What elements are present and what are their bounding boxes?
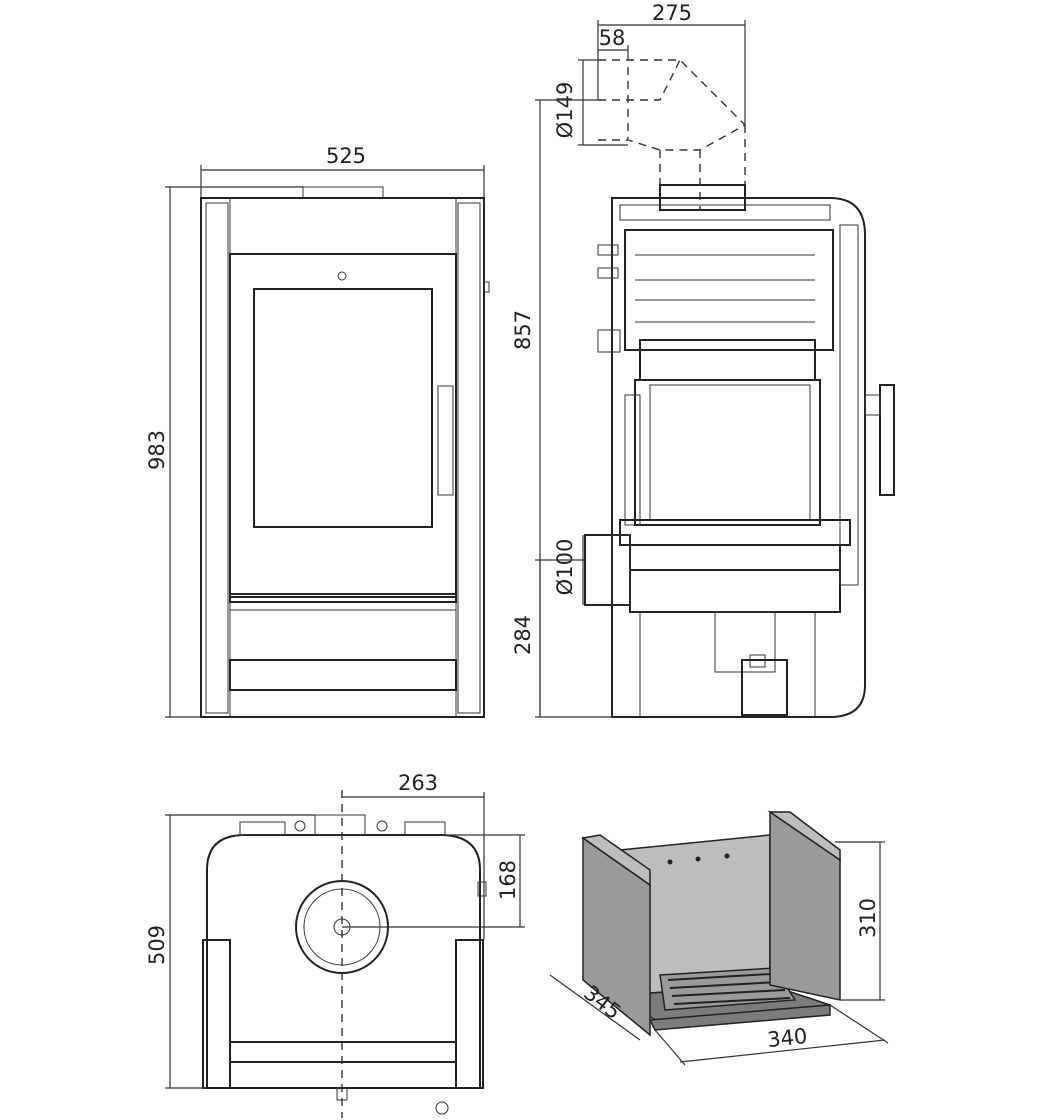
flue-inner-label: 58: [599, 26, 626, 50]
firebox-right-side: [769, 810, 841, 1001]
firebox-view: 310 345 340: [549, 810, 889, 1066]
flue-x-label: 263: [398, 771, 438, 795]
door: [229, 253, 457, 598]
firebox-height-label: 310: [856, 898, 880, 938]
top-plate: [302, 186, 384, 199]
stove-body-top: [206, 834, 481, 1089]
flue-diameter-dimension: Ø149: [553, 59, 628, 146]
door-handle: [437, 385, 454, 496]
air-inlet-diameter-label: Ø100: [553, 539, 577, 596]
door-glass: [253, 288, 433, 528]
width-dimension: 525: [200, 144, 485, 198]
air-inlet-height-label: 284: [511, 615, 535, 655]
side-view: 275 58 Ø149 857 Ø100 284: [511, 1, 895, 718]
flue-height-label: 857: [511, 310, 535, 350]
stove-body-side: [611, 197, 866, 718]
depth-label: 509: [145, 925, 169, 965]
firebox-width-label: 340: [766, 1024, 808, 1052]
depth-dimension: 509: [145, 814, 315, 1089]
side-handle: [879, 384, 895, 496]
stove-body: [200, 197, 485, 718]
width-label: 525: [326, 144, 366, 168]
flue-diameter-label: Ø149: [553, 82, 577, 139]
flue-height-dimension: 857: [511, 99, 612, 718]
flue-x-dimension: 263: [342, 771, 485, 940]
firebox-width-dimension: 340: [654, 1004, 889, 1066]
firebox-height-dimension: 310: [835, 841, 885, 1001]
flue-offset-label: 275: [652, 1, 692, 25]
air-inlet-height-dimension: 284: [511, 559, 585, 717]
flue-y-dimension: 168: [342, 834, 525, 928]
drawer: [229, 659, 457, 691]
height-label: 983: [145, 430, 169, 470]
air-inlet-diameter-dimension: Ø100: [553, 535, 584, 605]
height-dimension: 983: [145, 186, 303, 718]
flue-y-label: 168: [496, 860, 520, 900]
knob-icon: [337, 271, 347, 281]
flue-collar: [659, 184, 746, 211]
flue-inner-dimension: 58: [598, 26, 629, 60]
flue-offset-dimension: 275: [597, 1, 746, 125]
top-view: 263 168 509: [145, 771, 525, 1118]
front-view: 525 983: [145, 144, 490, 718]
